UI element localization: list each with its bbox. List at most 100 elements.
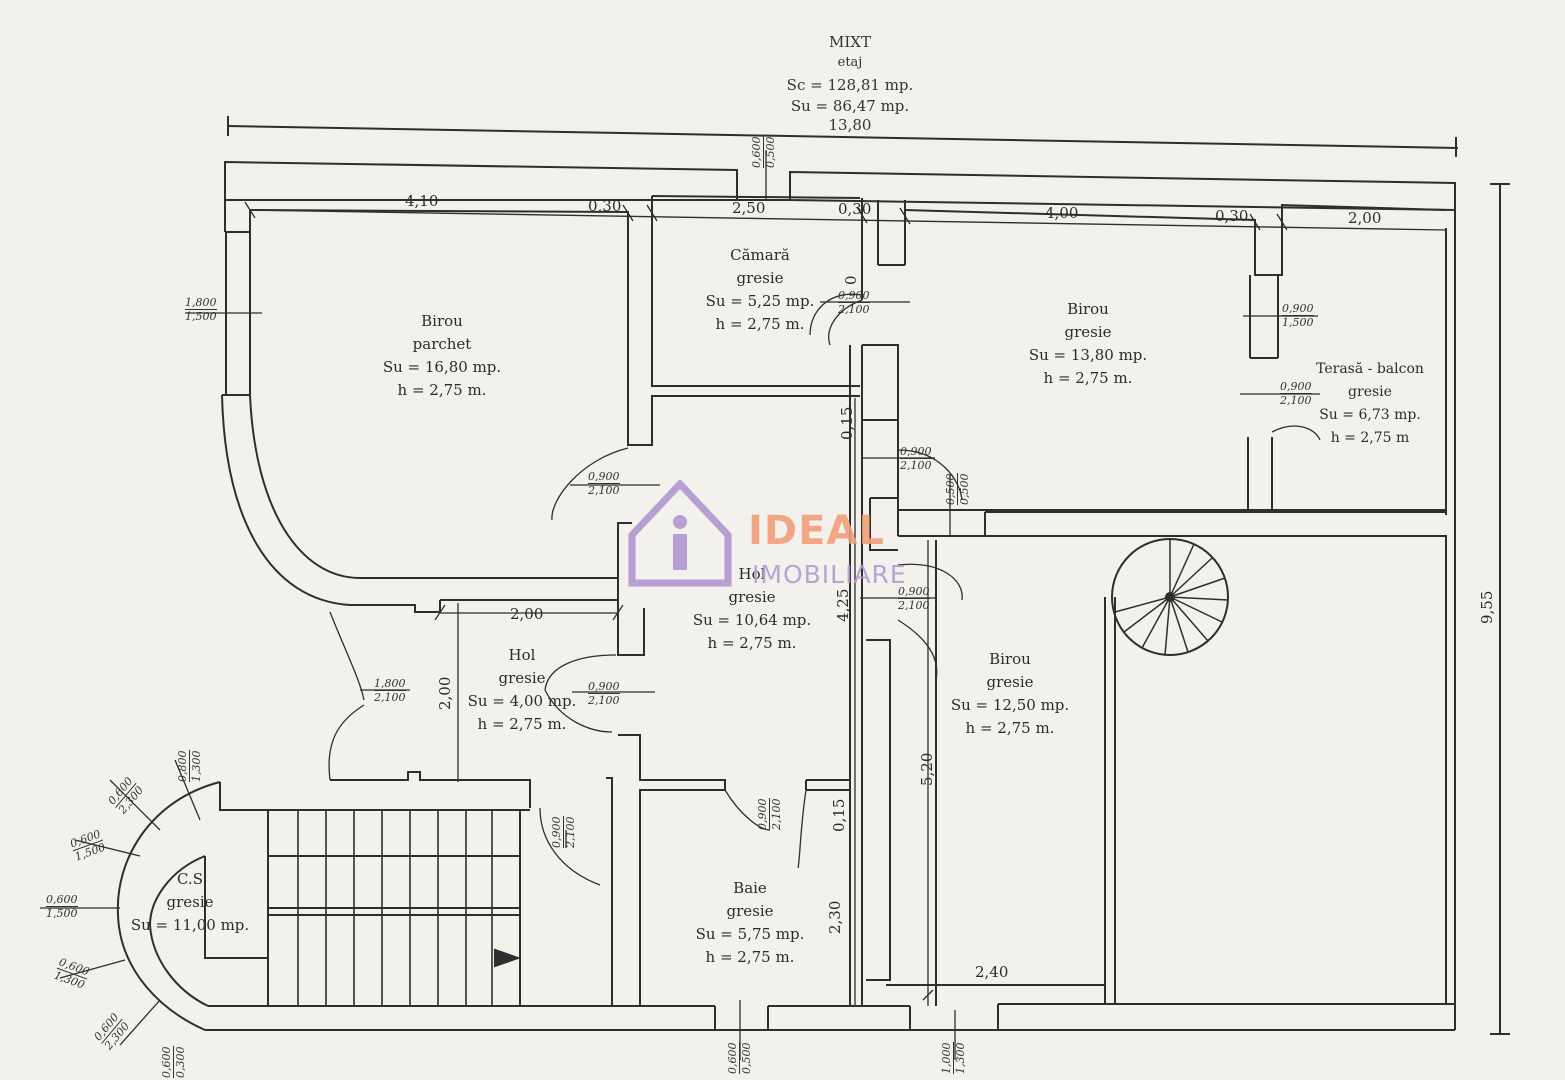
plan-level: etaj bbox=[837, 55, 863, 70]
room-floor: gresie bbox=[986, 673, 1034, 691]
opening-height: 2,100 bbox=[588, 484, 620, 497]
opening-width: 1,000 bbox=[940, 1042, 954, 1074]
opening-width: 0,900 bbox=[588, 470, 620, 484]
room-area: Su = 4,00 mp. bbox=[467, 692, 577, 710]
room-name: Hol bbox=[738, 565, 766, 583]
room-terasa-balcon: Terasă - balcon gresie Su = 6,73 mp. h =… bbox=[1316, 358, 1424, 450]
opening-width: 0,500 bbox=[944, 473, 958, 505]
room-floor: gresie bbox=[728, 588, 776, 606]
room-area: Su = 10,64 mp. bbox=[692, 611, 812, 629]
room-area: Su = 13,80 mp. bbox=[1028, 346, 1148, 364]
room-floor: gresie bbox=[1064, 323, 1112, 341]
room-height: h = 2,75 m. bbox=[397, 381, 487, 399]
room-floor: gresie bbox=[736, 269, 784, 287]
dim-0-15-b: 0,15 bbox=[830, 798, 848, 832]
opening-height: 0,500 bbox=[958, 473, 971, 506]
overall-width-dim: 13,80 bbox=[828, 116, 872, 134]
dim-2-30: 2,30 bbox=[826, 900, 844, 934]
opening-height: 2,100 bbox=[770, 798, 783, 831]
room-hol-small: Hol gresie Su = 4,00 mp. h = 2,75 m. bbox=[468, 644, 577, 736]
dim-4-10: 4,10 bbox=[405, 192, 439, 210]
room-height: h = 2,75 m. bbox=[477, 715, 567, 733]
opening-height: 1,500 bbox=[1282, 316, 1314, 329]
room-floor: parchet bbox=[412, 335, 472, 353]
opening-width: 1,800 bbox=[374, 677, 406, 691]
dim-5-20: 5,20 bbox=[918, 752, 936, 786]
opening-width: 0,900 bbox=[756, 798, 770, 830]
opening-width: 0,900 bbox=[588, 680, 620, 694]
opening-height: 1,500 bbox=[46, 907, 78, 920]
room-area: Su = 6,73 mp. bbox=[1319, 407, 1421, 423]
room-height: h = 2,75 m. bbox=[705, 948, 795, 966]
room-height: h = 2,75 m. bbox=[707, 634, 797, 652]
room-name: Birou bbox=[989, 650, 1031, 668]
opening-width: 0,600 bbox=[160, 1046, 174, 1078]
dim-2-50: 2,50 bbox=[732, 199, 766, 217]
room-height: h = 2,75 m. bbox=[1043, 369, 1133, 387]
house-logo-icon bbox=[628, 480, 732, 587]
room-floor: gresie bbox=[166, 893, 214, 911]
room-name: Terasă - balcon bbox=[1316, 361, 1424, 377]
opening-width: 0,900 bbox=[550, 816, 564, 848]
room-name: C.S bbox=[176, 870, 203, 888]
room-height: h = 2,75 m. bbox=[965, 719, 1055, 737]
room-area: Su = 12,50 mp. bbox=[950, 696, 1070, 714]
dim-0-30-c: 0,30 bbox=[1215, 207, 1249, 225]
watermark-subtitle: IMOBILIARE bbox=[752, 560, 907, 589]
opening-height: 1,300 bbox=[190, 750, 203, 783]
room-cs-stairs: C.S gresie Su = 11,00 mp. bbox=[131, 868, 249, 937]
opening-width: 0,800 bbox=[176, 750, 190, 782]
dim-0-30-b: 0,30 bbox=[838, 200, 872, 218]
opening-width: 0,900 bbox=[1280, 380, 1312, 394]
room-area: Su = 5,25 mp. bbox=[705, 292, 815, 310]
opening-height: 1,300 bbox=[954, 1042, 967, 1075]
dim-2-00-a: 2,00 bbox=[1348, 209, 1382, 227]
dim-0-30-a: 0,30 bbox=[588, 197, 622, 215]
dim-2-00-b: 2,00 bbox=[510, 605, 544, 623]
dim-4-00: 4,00 bbox=[1045, 204, 1079, 222]
plan-title: MIXT bbox=[829, 33, 871, 51]
opening-width: 0,900 bbox=[1282, 302, 1314, 316]
opening-height: 1,500 bbox=[185, 310, 217, 323]
room-height: h = 2,75 m. bbox=[715, 315, 805, 333]
opening-height: 2,100 bbox=[838, 303, 870, 316]
dim-0: 0 bbox=[842, 275, 860, 285]
opening-height: 0,500 bbox=[740, 1042, 753, 1075]
overall-width-dim-line bbox=[227, 125, 1459, 149]
room-floor: gresie bbox=[726, 902, 774, 920]
dim-2-40: 2,40 bbox=[975, 963, 1009, 981]
room-area: Su = 11,00 mp. bbox=[130, 916, 250, 934]
room-birou-center: Birou gresie Su = 12,50 mp. h = 2,75 m. bbox=[951, 648, 1069, 740]
built-area: Sc = 128,81 mp. bbox=[786, 76, 914, 94]
room-name: Cămară bbox=[730, 246, 790, 264]
overall-height-dim: 9,55 bbox=[1478, 590, 1496, 624]
dim-0-15-a: 0,15 bbox=[838, 406, 856, 440]
room-area: Su = 5,75 mp. bbox=[695, 925, 805, 943]
watermark-brand: IDEAL bbox=[748, 508, 885, 554]
room-name: Birou bbox=[421, 312, 463, 330]
room-baie: Baie gresie Su = 5,75 mp. h = 2,75 m. bbox=[696, 877, 805, 969]
room-name: Birou bbox=[1067, 300, 1109, 318]
opening-width: 0,600 bbox=[750, 136, 764, 168]
usable-area: Su = 86,47 mp. bbox=[790, 97, 910, 115]
dim-2-00-vertical: 2,00 bbox=[436, 676, 454, 710]
opening-height: 2,100 bbox=[588, 694, 620, 707]
room-camara: Cămară gresie Su = 5,25 mp. h = 2,75 m. bbox=[706, 244, 815, 336]
room-name: Baie bbox=[733, 879, 767, 897]
room-floor: gresie bbox=[1348, 384, 1392, 400]
